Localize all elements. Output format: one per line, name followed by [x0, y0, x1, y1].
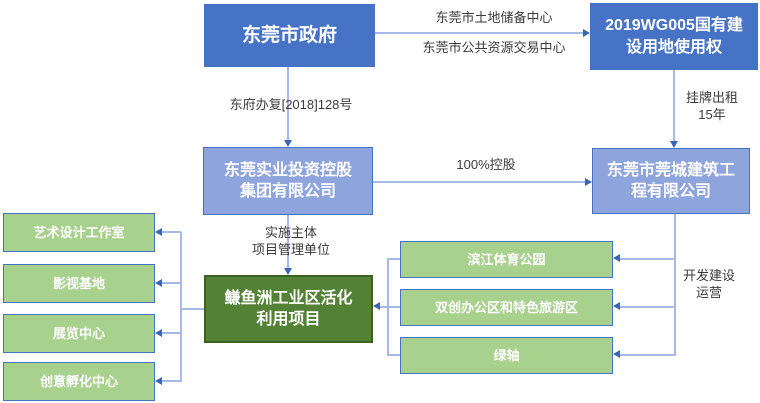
- arrow-left-icon: [373, 302, 380, 310]
- connector-line: [181, 308, 204, 310]
- arrow-left-icon: [155, 377, 162, 385]
- connector-line: [373, 181, 585, 183]
- arrow-left-icon: [613, 302, 620, 310]
- edge-label-public-resource-center: 东莞市公共资源交易中心: [422, 40, 566, 55]
- node-innovation-office-tourism-zone: 双创办公区和特色旅游区: [400, 289, 613, 326]
- connector-line: [673, 70, 675, 142]
- node-riverside-sports-park: 滨江体育公园: [400, 241, 613, 278]
- node-project: 鳒鱼洲工业区活化利用项目: [204, 275, 373, 343]
- connector-line: [287, 67, 289, 141]
- node-construction-company: 东莞市莞城建筑工程有限公司: [592, 148, 750, 214]
- connector-line: [180, 232, 182, 382]
- connector-line: [380, 306, 388, 308]
- node-exhibition-center: 展览中心: [3, 314, 155, 353]
- connector-line: [674, 214, 676, 356]
- edge-label-lease: 挂牌出租 15年: [686, 89, 738, 123]
- arrow-left-icon: [155, 329, 162, 337]
- connector-line: [162, 231, 181, 233]
- node-art-design-studio: 艺术设计工作室: [3, 213, 155, 252]
- arrow-left-icon: [155, 279, 162, 287]
- edge-label-approval-doc: 东府办复[2018]128号: [229, 97, 353, 112]
- connector-line: [162, 282, 181, 284]
- node-dongguan-government: 东莞市政府: [204, 4, 375, 67]
- connector-line: [388, 258, 400, 260]
- edge-label-implementation: 实施主体 项目管理单位: [252, 224, 330, 258]
- connector-line: [620, 258, 674, 260]
- connector-line: [388, 306, 400, 308]
- edge-label-development-line1: 开发建设: [682, 268, 736, 283]
- connector-line: [620, 306, 674, 308]
- connector-line: [388, 354, 400, 356]
- arrow-down-icon: [670, 141, 678, 148]
- connector-line: [620, 354, 674, 356]
- edge-label-development-line2: 运营: [695, 285, 723, 300]
- node-investment-group: 东莞实业投资控股集团有限公司: [203, 147, 373, 215]
- connector-line: [162, 332, 181, 334]
- node-land-use-right: 2019WG005国有建设用地使用权: [590, 3, 758, 70]
- arrow-left-icon: [155, 228, 162, 236]
- connector-line: [375, 32, 584, 34]
- node-green-axis: 绿轴: [400, 337, 613, 374]
- node-creative-incubation-center: 创意孵化中心: [3, 362, 155, 401]
- edge-label-land-reserve-center: 东莞市土地储备中心: [435, 10, 553, 25]
- arrow-down-icon: [284, 140, 292, 147]
- edge-label-holding: 100%控股: [456, 157, 516, 172]
- edge-label-development: 开发建设 运营: [683, 267, 735, 301]
- arrow-left-icon: [613, 254, 620, 262]
- connector-line: [162, 380, 181, 382]
- node-film-tv-base: 影视基地: [3, 264, 155, 303]
- connector-line: [287, 215, 289, 269]
- edge-label-implementation-line2: 项目管理单位: [251, 242, 331, 257]
- arrow-left-icon: [613, 350, 620, 358]
- edge-label-lease-line2: 15年: [698, 107, 726, 122]
- arrow-right-icon: [583, 29, 590, 37]
- edge-label-lease-line1: 挂牌出租: [685, 90, 739, 105]
- arrow-right-icon: [585, 178, 592, 186]
- arrow-down-icon: [284, 268, 292, 275]
- edge-label-implementation-line1: 实施主体: [264, 225, 318, 240]
